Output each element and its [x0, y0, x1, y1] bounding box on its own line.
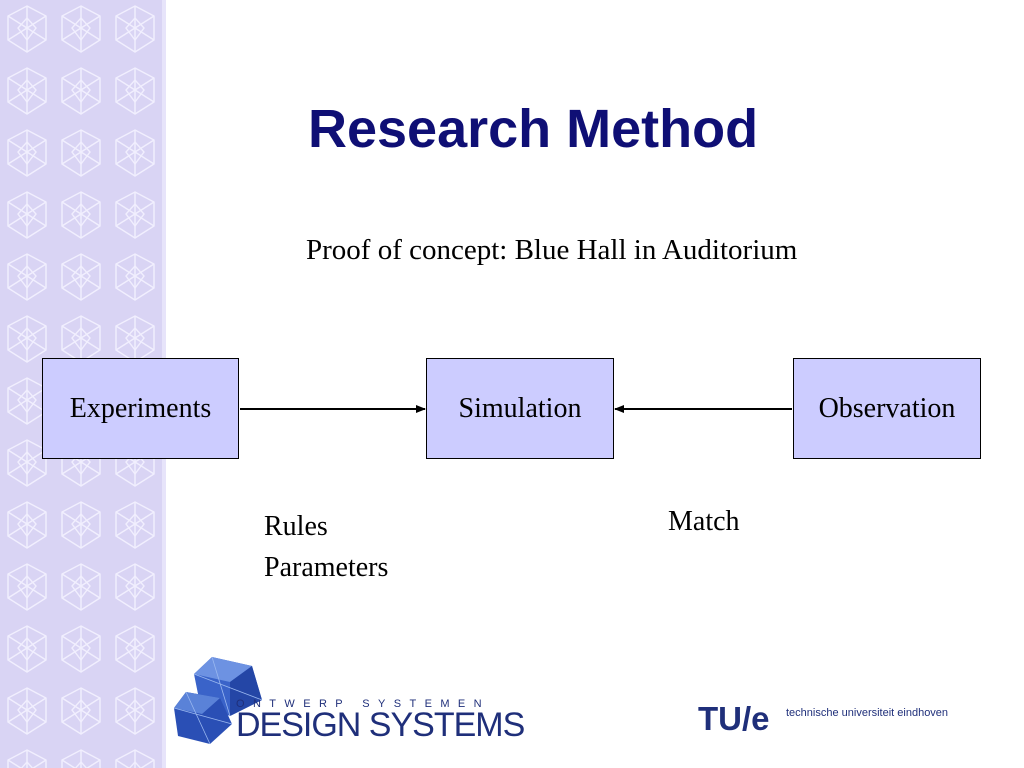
note-match: Match — [668, 506, 740, 537]
node-observation: Observation — [793, 358, 981, 459]
node-experiments: Experiments — [42, 358, 239, 459]
design-systems-logo-icon — [173, 656, 263, 745]
tue-logo: TU/e — [698, 700, 770, 737]
note-parameters: Parameters — [264, 552, 389, 583]
design-systems-name: DESIGN SYSTEMS — [236, 706, 525, 744]
note-rules: Rules — [264, 511, 328, 542]
tue-name: technische universiteit eindhoven — [786, 707, 949, 719]
slide-subtitle: Proof of concept: Blue Hall in Auditoriu… — [306, 234, 798, 266]
design-systems-tagline: ONTWERP SYSTEMEN — [236, 698, 490, 710]
node-simulation: Simulation — [426, 358, 614, 459]
slide-title: Research Method — [308, 99, 759, 159]
